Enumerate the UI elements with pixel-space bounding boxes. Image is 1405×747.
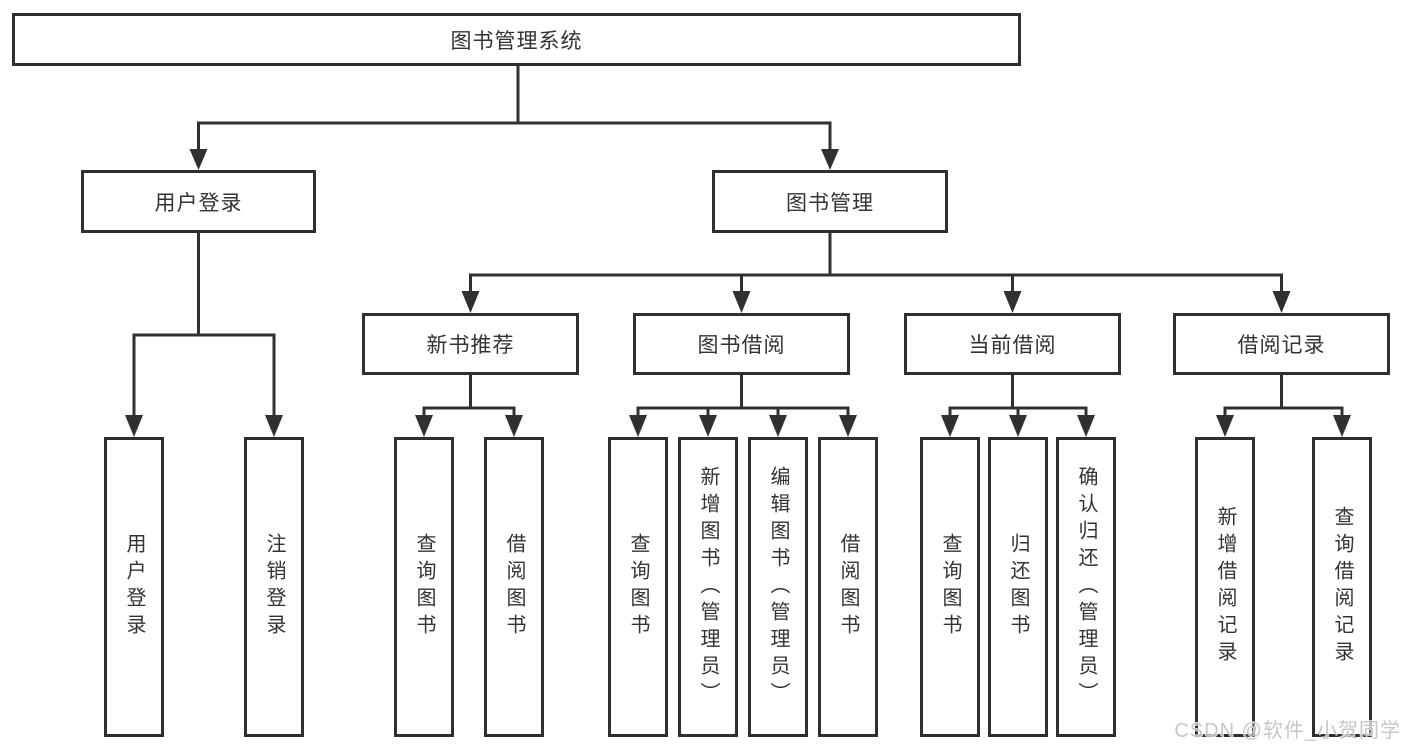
leaf-logout: 注销登录 [244,437,304,737]
node-book-mgmt: 图书管理 [712,170,948,233]
leaf-edit-books-admin: 编辑图书（管理员） [748,437,808,737]
leaf-query-borrow-record: 查询借阅记录 [1312,437,1372,737]
leaf-user-login: 用户登录 [104,437,164,737]
leaf-confirm-return-admin: 确认归还（管理员） [1056,437,1116,737]
node-book-borrow: 图书借阅 [633,313,850,375]
leaf-return-books: 归还图书 [988,437,1048,737]
csdn-watermark: CSDN @软件_小贺同学 [1174,720,1401,742]
leaf-borrow-books-1: 借阅图书 [484,437,544,737]
node-user-login: 用户登录 [81,170,316,233]
leaf-query-books-3: 查询图书 [920,437,980,737]
leaf-borrow-books-2: 借阅图书 [818,437,878,737]
leaf-query-books-1: 查询图书 [394,437,454,737]
node-root: 图书管理系统 [12,13,1021,66]
node-new-book-rec: 新书推荐 [362,313,579,375]
leaf-add-books-admin: 新增图书（管理员） [678,437,738,737]
node-borrow-records: 借阅记录 [1173,313,1390,375]
leaf-add-borrow-record: 新增借阅记录 [1195,437,1255,737]
node-current-borrow: 当前借阅 [904,313,1121,375]
leaf-query-books-2: 查询图书 [608,437,668,737]
